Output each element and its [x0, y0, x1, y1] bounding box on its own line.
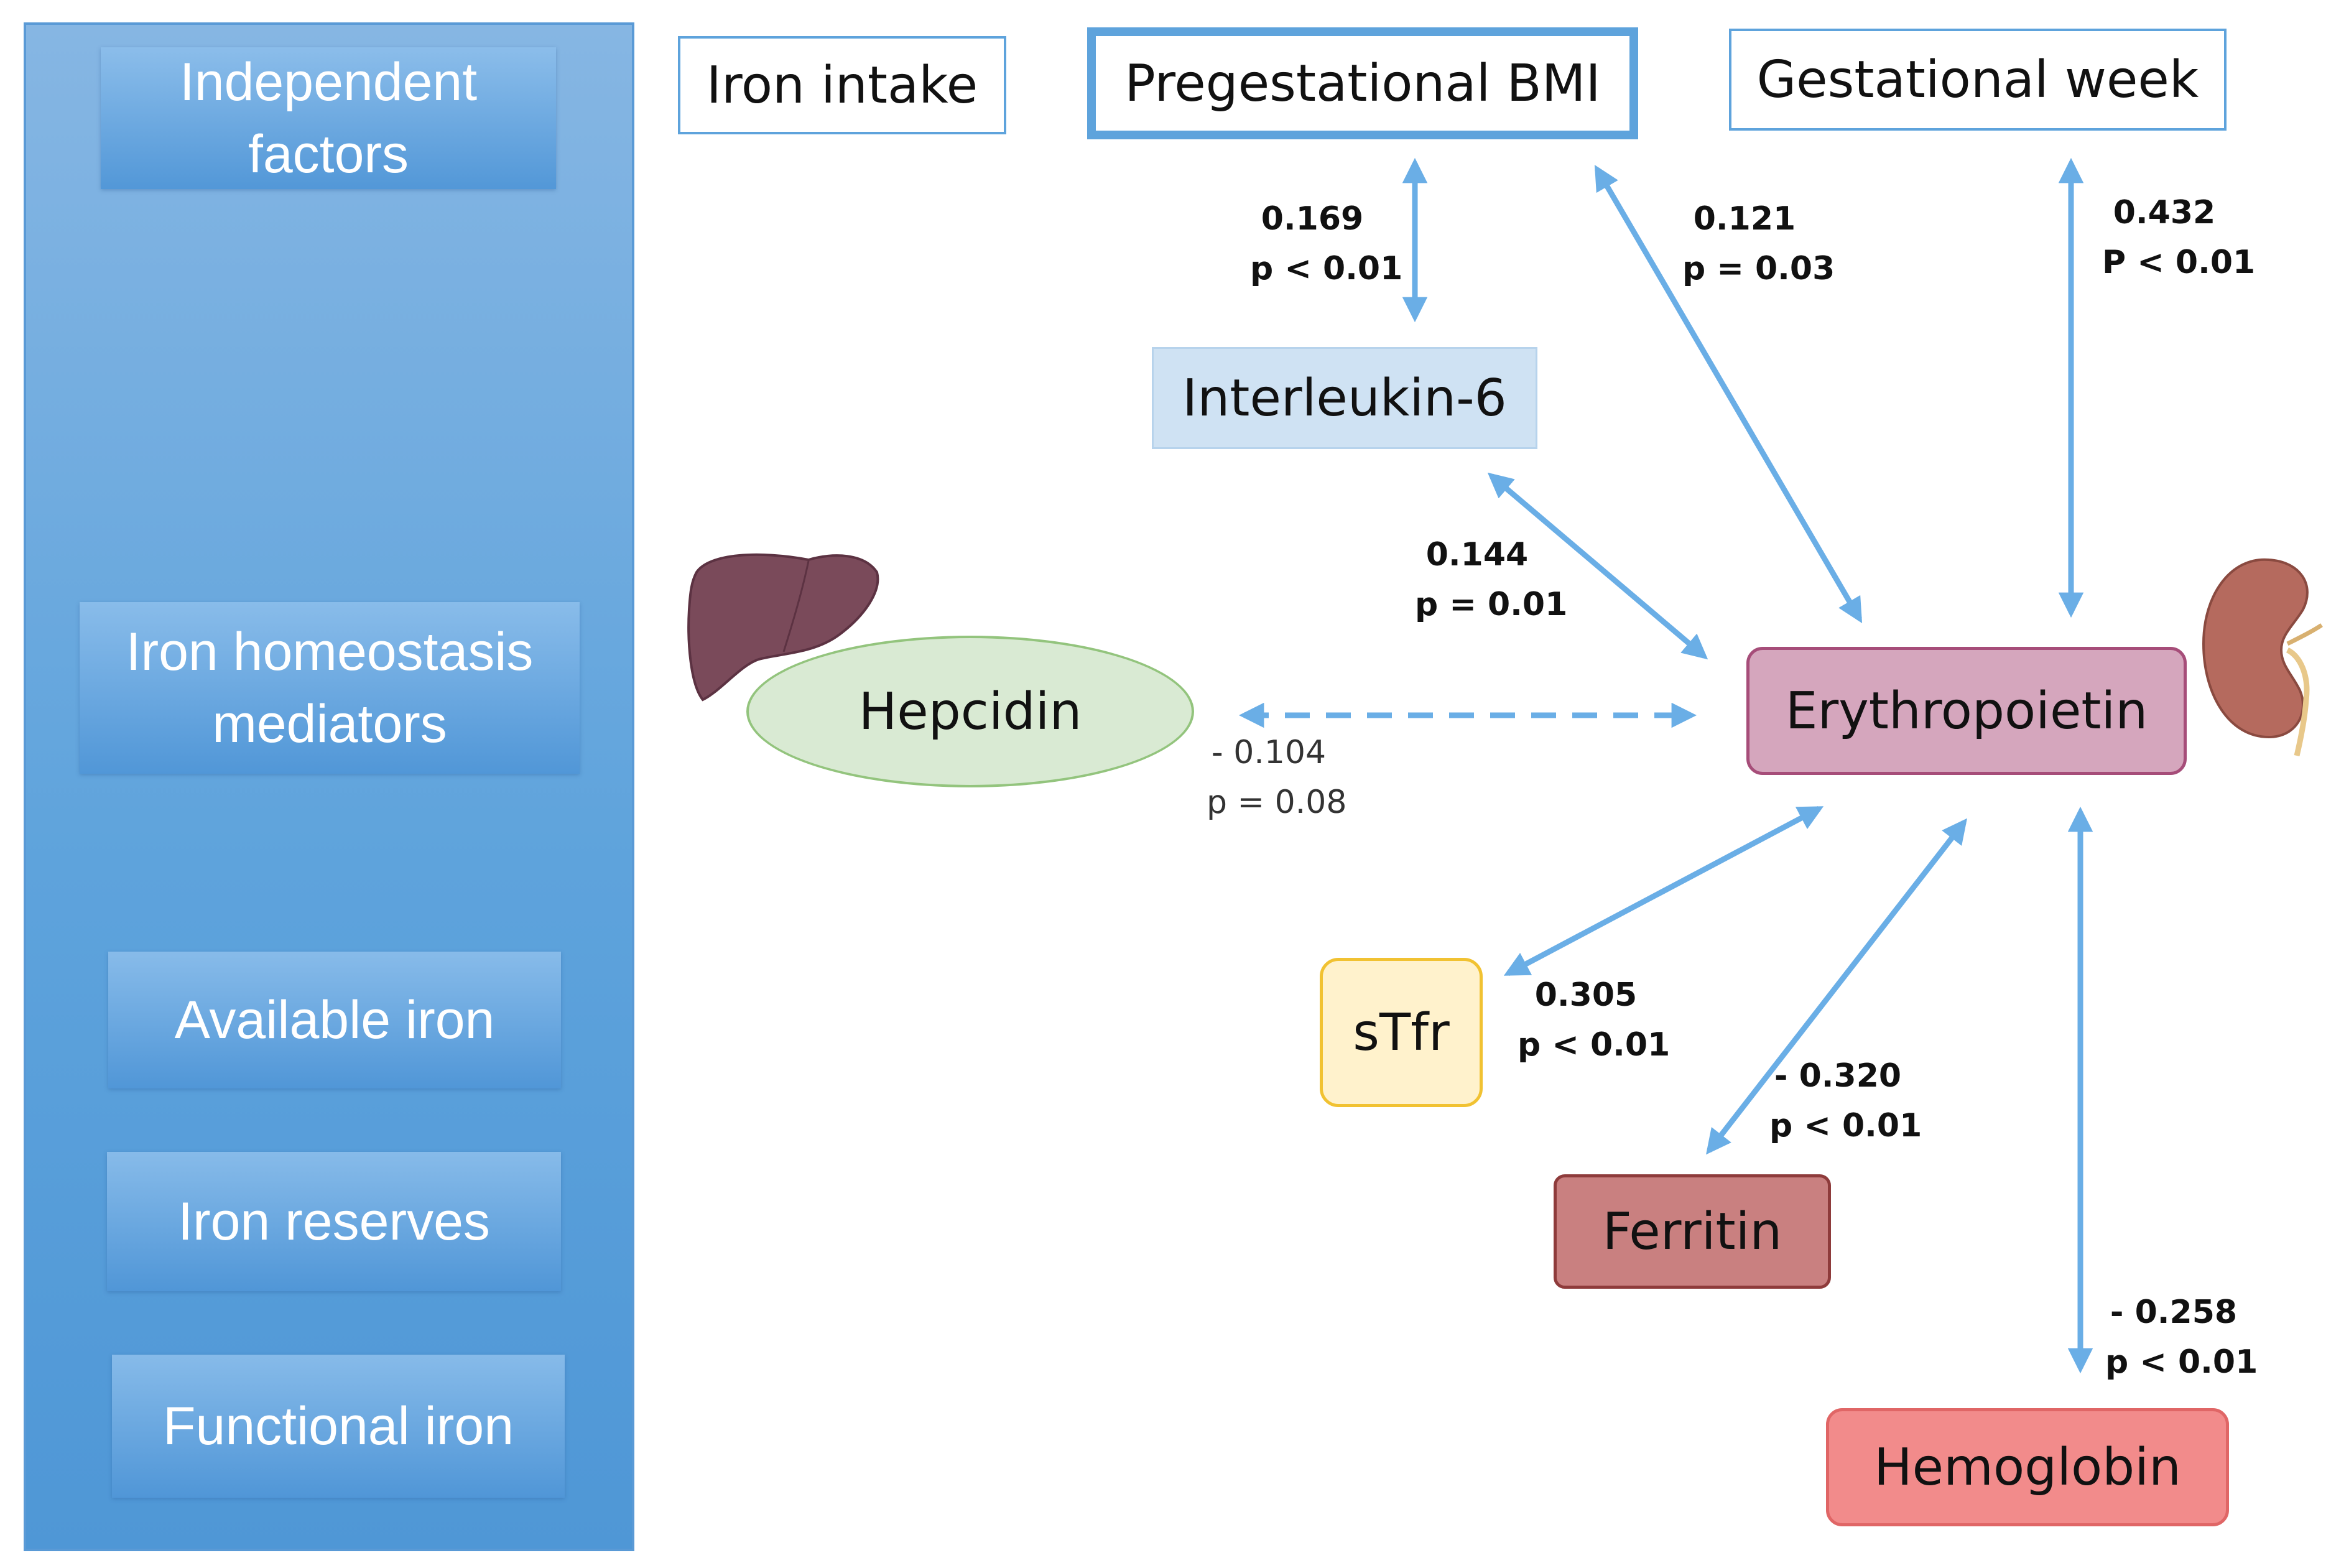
node-ferritin-label: Ferritin — [1602, 1202, 1782, 1261]
edge-il6-epo-coef: 0.144 — [1425, 536, 1529, 573]
node-stfr-label: sTfr — [1353, 1003, 1450, 1062]
edge-stfr-epo-coef: 0.305 — [1534, 977, 1638, 1014]
node-pregestational-bmi: Pregestational BMI — [1087, 27, 1638, 139]
category-iron-reserves: Iron reserves — [107, 1152, 561, 1291]
node-ferritin: Ferritin — [1554, 1174, 1831, 1289]
node-interleukin-6-label: Interleukin-6 — [1182, 368, 1507, 428]
edge-bmi-il6-p: p < 0.01 — [1250, 250, 1403, 287]
node-erythropoietin-label: Erythropoietin — [1785, 681, 2148, 741]
kidney-icon — [2202, 558, 2323, 757]
category-independent-factors-label: Independent factors — [179, 52, 478, 184]
category-available-iron: Available iron — [108, 952, 561, 1088]
node-hepcidin-label: Hepcidin — [858, 682, 1082, 741]
edge-label-hepcidin-epo: - 0.104 p = 0.08 — [1207, 728, 1347, 827]
edge-ferritin-epo-p: p < 0.01 — [1769, 1107, 1922, 1144]
edge-gw-epo-p: P < 0.01 — [2102, 244, 2256, 281]
edge-hemoglobin-epo-p: p < 0.01 — [2105, 1343, 2258, 1381]
edge-label-hemoglobin-epo: - 0.258 p < 0.01 — [2105, 1287, 2258, 1387]
edge-stfr-epo-p: p < 0.01 — [1518, 1026, 1671, 1064]
category-iron-reserves-label: Iron reserves — [178, 1192, 490, 1251]
edge-label-bmi-il6: 0.169 p < 0.01 — [1250, 194, 1403, 294]
arrow-ferritin-epo — [1706, 818, 1967, 1155]
node-hemoglobin-label: Hemoglobin — [1874, 1437, 2181, 1497]
edge-hepcidin-epo-coef: - 0.104 — [1211, 734, 1327, 771]
arrow-stfr-epo — [1503, 806, 1824, 976]
edge-bmi-epo-p: p = 0.03 — [1682, 250, 1835, 287]
category-iron-homeostasis-mediators-label: Iron homeostasis mediators — [126, 622, 534, 754]
node-hepcidin: Hepcidin — [746, 636, 1194, 787]
category-panel: Independent factors Iron homeostasis med… — [24, 22, 634, 1551]
category-functional-iron-label: Functional iron — [162, 1396, 514, 1456]
edge-gw-epo-coef: 0.432 — [2113, 194, 2216, 231]
edge-bmi-epo-coef: 0.121 — [1693, 200, 1796, 238]
category-iron-homeostasis-mediators: Iron homeostasis mediators — [80, 602, 580, 774]
edge-label-il6-epo: 0.144 p = 0.01 — [1415, 530, 1568, 629]
node-interleukin-6: Interleukin-6 — [1152, 347, 1537, 449]
node-hemoglobin: Hemoglobin — [1826, 1408, 2229, 1526]
category-independent-factors: Independent factors — [101, 47, 556, 189]
category-available-iron-label: Available iron — [174, 990, 495, 1050]
edge-label-gw-epo: 0.432 P < 0.01 — [2102, 188, 2256, 287]
arrow-bmi-epo — [1594, 165, 1863, 623]
edge-hemoglobin-epo-coef: - 0.258 — [2110, 1294, 2238, 1331]
edge-ferritin-epo-coef: - 0.320 — [1774, 1057, 1902, 1095]
node-pregestational-bmi-label: Pregestational BMI — [1124, 53, 1601, 113]
arrow-il6-epo — [1487, 472, 1708, 660]
edge-il6-epo-p: p = 0.01 — [1415, 586, 1568, 623]
edge-label-stfr-epo: 0.305 p < 0.01 — [1518, 970, 1671, 1070]
liver-icon — [687, 553, 879, 702]
node-erythropoietin: Erythropoietin — [1746, 647, 2187, 775]
category-functional-iron: Functional iron — [112, 1355, 565, 1498]
edge-label-ferritin-epo: - 0.320 p < 0.01 — [1769, 1051, 1922, 1151]
node-iron-intake: Iron intake — [678, 36, 1006, 134]
edge-label-bmi-epo: 0.121 p = 0.03 — [1682, 194, 1835, 294]
node-gestational-week: Gestational week — [1729, 29, 2227, 131]
node-stfr: sTfr — [1320, 958, 1483, 1107]
node-iron-intake-label: Iron intake — [706, 55, 978, 115]
edge-hepcidin-epo-p: p = 0.08 — [1207, 784, 1347, 821]
edge-bmi-il6-coef: 0.169 — [1261, 200, 1364, 238]
node-gestational-week-label: Gestational week — [1756, 50, 2199, 109]
